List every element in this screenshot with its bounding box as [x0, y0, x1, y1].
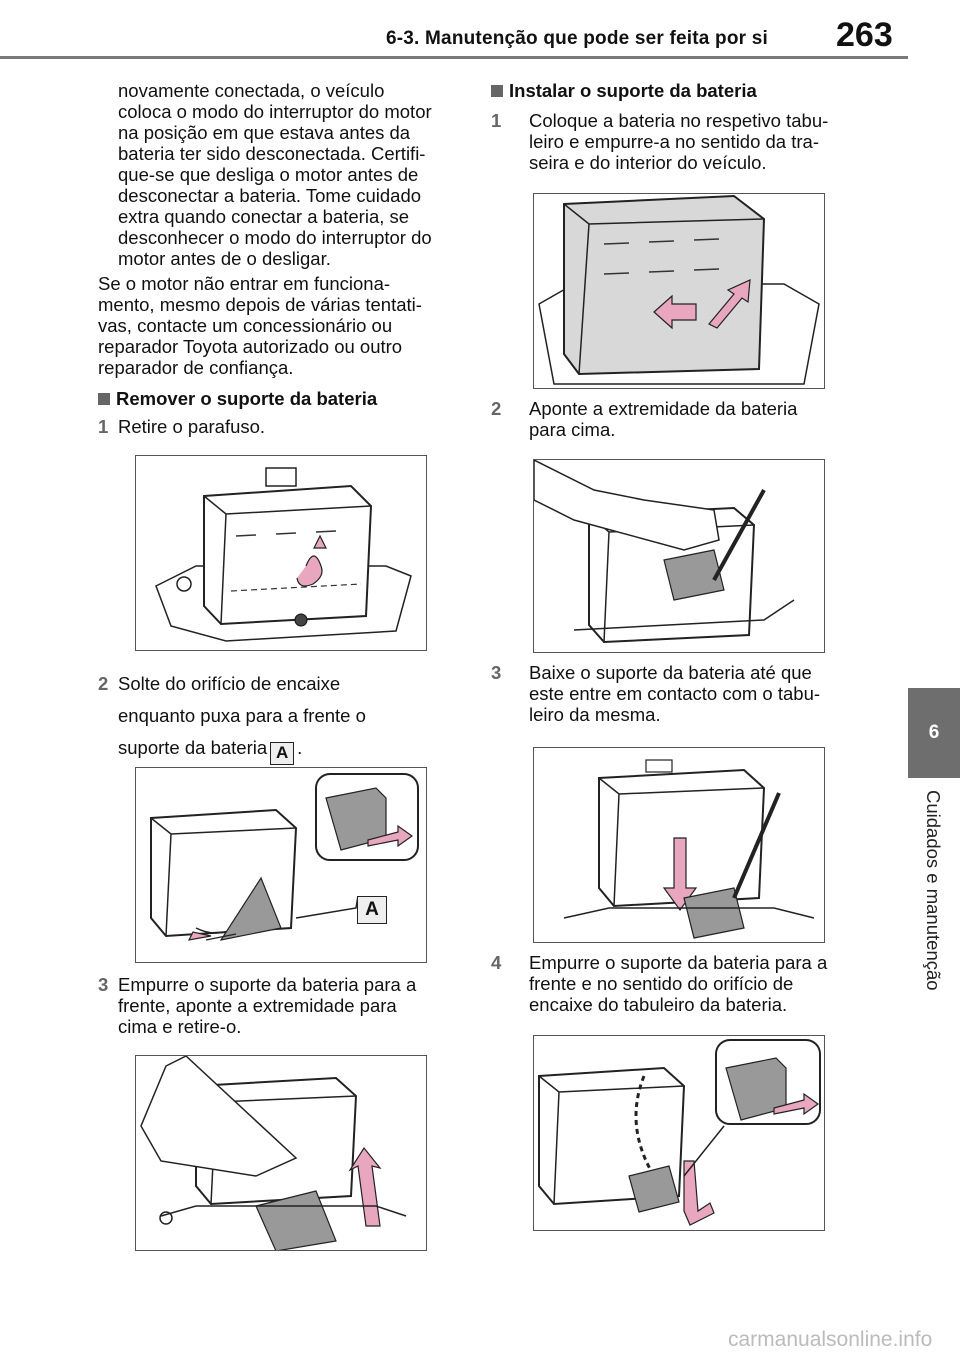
text-line: frente e no sentido do orifício de	[529, 973, 794, 994]
step-number: 1	[98, 416, 109, 437]
text-line: leiro da mesma.	[529, 704, 661, 725]
figure-push-support	[533, 1035, 825, 1231]
step-number: 3	[98, 974, 109, 995]
square-bullet-icon	[98, 392, 110, 405]
text-line: encaixe do tabuleiro da bateria.	[529, 994, 788, 1015]
step-number: 4	[491, 952, 502, 973]
square-bullet-icon	[491, 85, 503, 97]
section-heading-install: Instalar o suporte da bateria	[491, 80, 757, 102]
text-line: bateria ter sido desconectada. Certifi-	[118, 143, 426, 164]
step-item: 2 Solte do orifício de encaixe enquanto …	[98, 668, 468, 765]
step-number: 2	[491, 398, 502, 419]
text-line: que-se que desliga o motor antes de	[118, 164, 419, 185]
text-line: seira e do interior do veículo.	[529, 152, 767, 173]
text-line: Retire o parafuso.	[118, 416, 266, 437]
text-line: mento, mesmo depois de várias tentati-	[98, 294, 422, 315]
chapter-label-text: Cuidados e manutenção	[923, 790, 944, 991]
text-line: frente, aponte a extremidade para	[118, 995, 397, 1016]
text-line: desconhecer o modo do interruptor do	[118, 227, 432, 248]
step-item: 1 Retire o parafuso.	[98, 416, 468, 437]
step-item: 3 Baixe o suporte da bateria até que est…	[491, 662, 871, 725]
chapter-label: Cuidados e manutenção	[916, 790, 950, 1040]
figure-place-battery	[533, 193, 825, 389]
step-item: 2 Aponte a extremidade da bateria para c…	[491, 398, 871, 440]
step-number: 2	[98, 673, 109, 694]
text-line: vas, contacte um concessionário ou	[98, 315, 393, 336]
text-line: na posição em que estava antes da	[118, 122, 411, 143]
header-title: 6-3. Manutenção que pode ser feita por s…	[386, 28, 768, 49]
text-line: coloca o modo do interruptor do motor	[118, 101, 432, 122]
figure-release-support	[135, 767, 427, 963]
step-item: 1 Coloque a bateria no respetivo tabu- l…	[491, 110, 871, 173]
figure-point-end-up	[533, 459, 825, 653]
continued-paragraph: novamente conectada, o veículo coloca o …	[118, 80, 468, 269]
text-line: cima e retire-o.	[118, 1016, 242, 1037]
step-item: 4 Empurre o suporte da bateria para a fr…	[491, 952, 871, 1015]
text-line: Aponte a extremidade da bateria	[529, 398, 798, 419]
text-line: desconectar a bateria. Tome cuidado	[118, 185, 422, 206]
text-line: Empurre o suporte da bateria para a	[118, 974, 417, 995]
text-line: Solte do orifício de encaixe	[118, 673, 341, 694]
step-number: 1	[491, 110, 502, 131]
watermark: carmanualsonline.info	[728, 1328, 933, 1351]
step-number: 3	[491, 662, 502, 683]
text-line: este entre em contacto com o tabu-	[529, 683, 821, 704]
section-heading-remove: Remover o suporte da bateria	[98, 388, 377, 409]
text-line: .	[297, 737, 303, 758]
text-line: motor antes de o desligar.	[118, 248, 331, 269]
text-line: para cima.	[529, 419, 616, 440]
text-line: enquanto puxa para a frente o	[118, 705, 366, 726]
text-line: Baixe o suporte da bateria até que	[529, 662, 812, 683]
figure-remove-bolt	[135, 455, 427, 651]
text-line: reparador Toyota autorizado ou outro	[98, 336, 403, 357]
text-line: Coloque a bateria no respetivo tabu-	[529, 110, 829, 131]
text-line: suporte da bateria	[118, 737, 268, 758]
text-line: Se o motor não entrar em funciona-	[98, 273, 391, 294]
label-a-box: A	[270, 741, 295, 765]
text-line: reparador de confiança.	[98, 357, 294, 378]
callout-a: A	[357, 896, 387, 924]
text-line: extra quando conectar a bateria, se	[118, 206, 410, 227]
header-rule	[0, 56, 908, 59]
text-line: leiro e empurre-a no sentido da tra-	[529, 131, 819, 152]
figure-remove-support	[135, 1055, 427, 1251]
chapter-tab[interactable]: 6	[908, 688, 960, 778]
text-line: novamente conectada, o veículo	[118, 80, 385, 101]
text-line: Empurre o suporte da bateria para a	[529, 952, 828, 973]
section-title: Remover o suporte da bateria	[116, 388, 378, 409]
note-paragraph: Se o motor não entrar em funciona- mento…	[98, 273, 468, 378]
figure-lower-support	[533, 747, 825, 943]
section-title: Instalar o suporte da bateria	[509, 80, 757, 101]
page-number: 263	[836, 16, 893, 54]
step-item: 3 Empurre o suporte da bateria para a fr…	[98, 974, 468, 1037]
